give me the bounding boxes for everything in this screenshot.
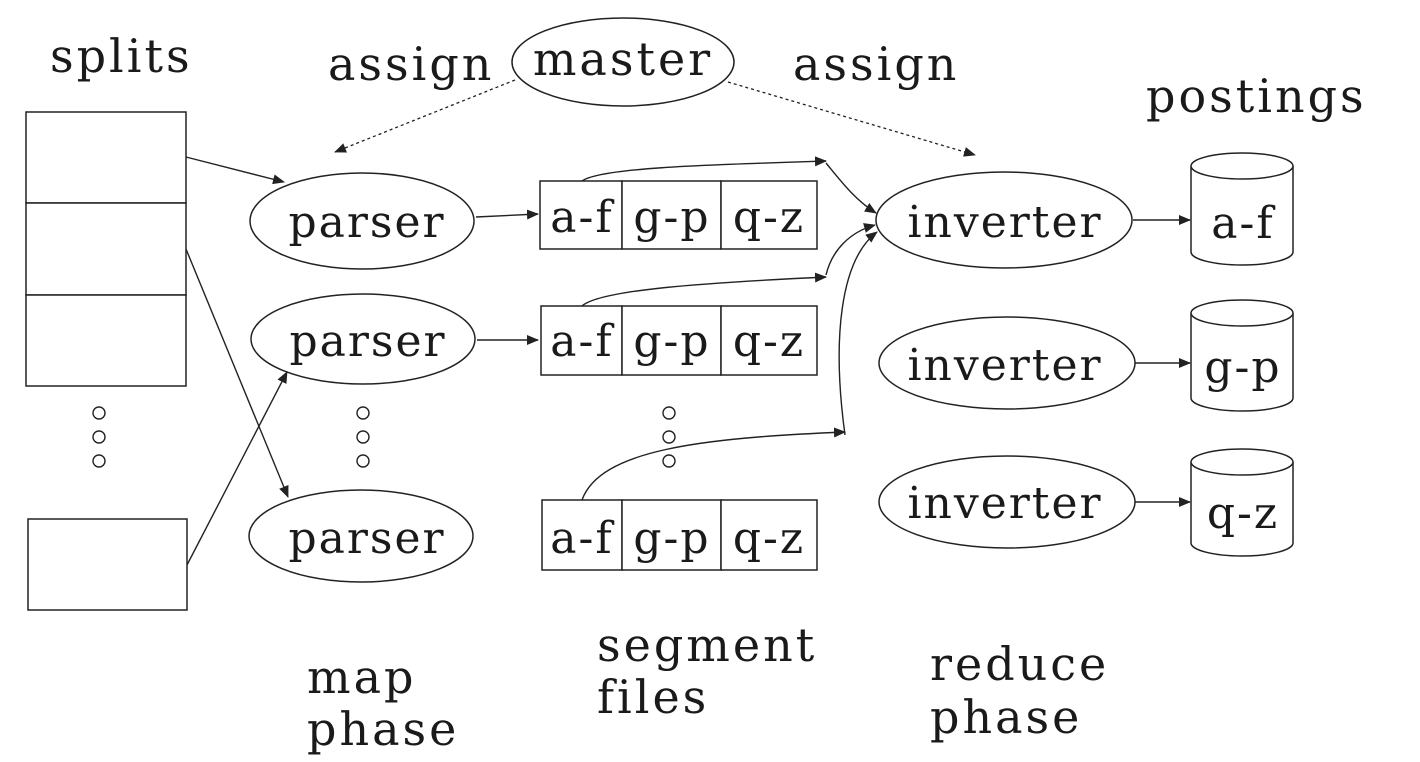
segment-file-row-1: a-f g-p q-z [539,180,818,250]
segment-to-inverter-arrow [581,156,827,182]
postings-cylinder-label: q-z [1207,488,1279,539]
parsers-ellipsis [356,406,370,468]
postings-cylinder: g-p [1190,299,1294,412]
parser-node [250,293,476,385]
postings-label: postings [1146,69,1367,123]
map-phase-label-line2: phase [307,702,459,756]
segment-to-inverter-arrow [581,427,846,501]
reduce-phase-label-line1: reduce [930,637,1109,691]
segment-cell-label: q-z [733,316,805,367]
segment-to-inverter-arrow [838,231,878,436]
segment-cell-label: g-p [633,316,710,367]
split-box [25,294,187,387]
segment-to-inverter-arrow [825,223,876,276]
segment-cell [541,499,623,571]
postings-cylinder: q-z [1190,448,1294,557]
segment-cell [621,180,722,250]
segment-cell-label: g-p [633,513,710,564]
assign-left-label: assign [328,37,494,91]
segment-file-row-2: a-f g-p q-z [540,305,818,376]
inverter-node [875,171,1133,269]
segment-ellipsis [662,406,676,468]
split-to-parser-arrow [185,248,289,498]
parser-label: parser [289,316,446,367]
master-node [511,17,735,107]
split-box-last [27,518,188,611]
segment-cell [720,305,818,376]
segment-to-inverter-arrow [825,162,877,214]
splits-ellipsis [92,406,106,468]
postings-cylinder: a-f [1190,152,1294,266]
assign-arrow-to-parsers [334,79,516,153]
parser-label: parser [288,197,445,248]
map-phase-label-line1: map [307,650,417,704]
segment-files-label-line2: files [597,670,709,724]
inverter-label: inverter [907,197,1102,248]
segment-files-label-line1: segment [597,618,817,672]
postings-cylinder-label: g-p [1204,342,1281,393]
master-label: master [533,32,713,86]
split-to-parser-arrow [185,156,285,185]
segment-cell [540,305,623,376]
split-to-parser-arrow [186,371,288,566]
segment-cell [720,180,818,250]
split-box [25,202,187,296]
splits-stack [25,111,187,387]
parser-to-segment-arrow [475,209,539,220]
segment-cell-label: a-f [550,513,614,564]
inverter-label: inverter [907,478,1102,529]
segment-cell-label: q-z [733,513,805,564]
parser-node [248,489,474,583]
segment-cell [621,499,722,571]
segment-to-inverter-arrow [581,272,827,307]
segment-file-row-3: a-f g-p q-z [541,499,818,571]
segment-cell [621,305,722,376]
reduce-phase-label-line2: phase [930,690,1082,744]
parser-node [249,172,475,270]
segment-cell-label: a-f [550,192,614,243]
segment-cell [720,499,818,571]
assign-arrow-to-inverters [727,81,976,157]
postings-cylinder-label: a-f [1211,198,1275,249]
splits-label: splits [50,29,193,83]
assign-right-label: assign [793,37,959,91]
split-box [25,111,187,204]
parser-label: parser [288,513,445,564]
segment-cell-label: g-p [633,192,710,243]
inverter-label: inverter [907,340,1102,391]
segment-cell-label: a-f [550,316,614,367]
segment-cell-label: q-z [733,192,805,243]
